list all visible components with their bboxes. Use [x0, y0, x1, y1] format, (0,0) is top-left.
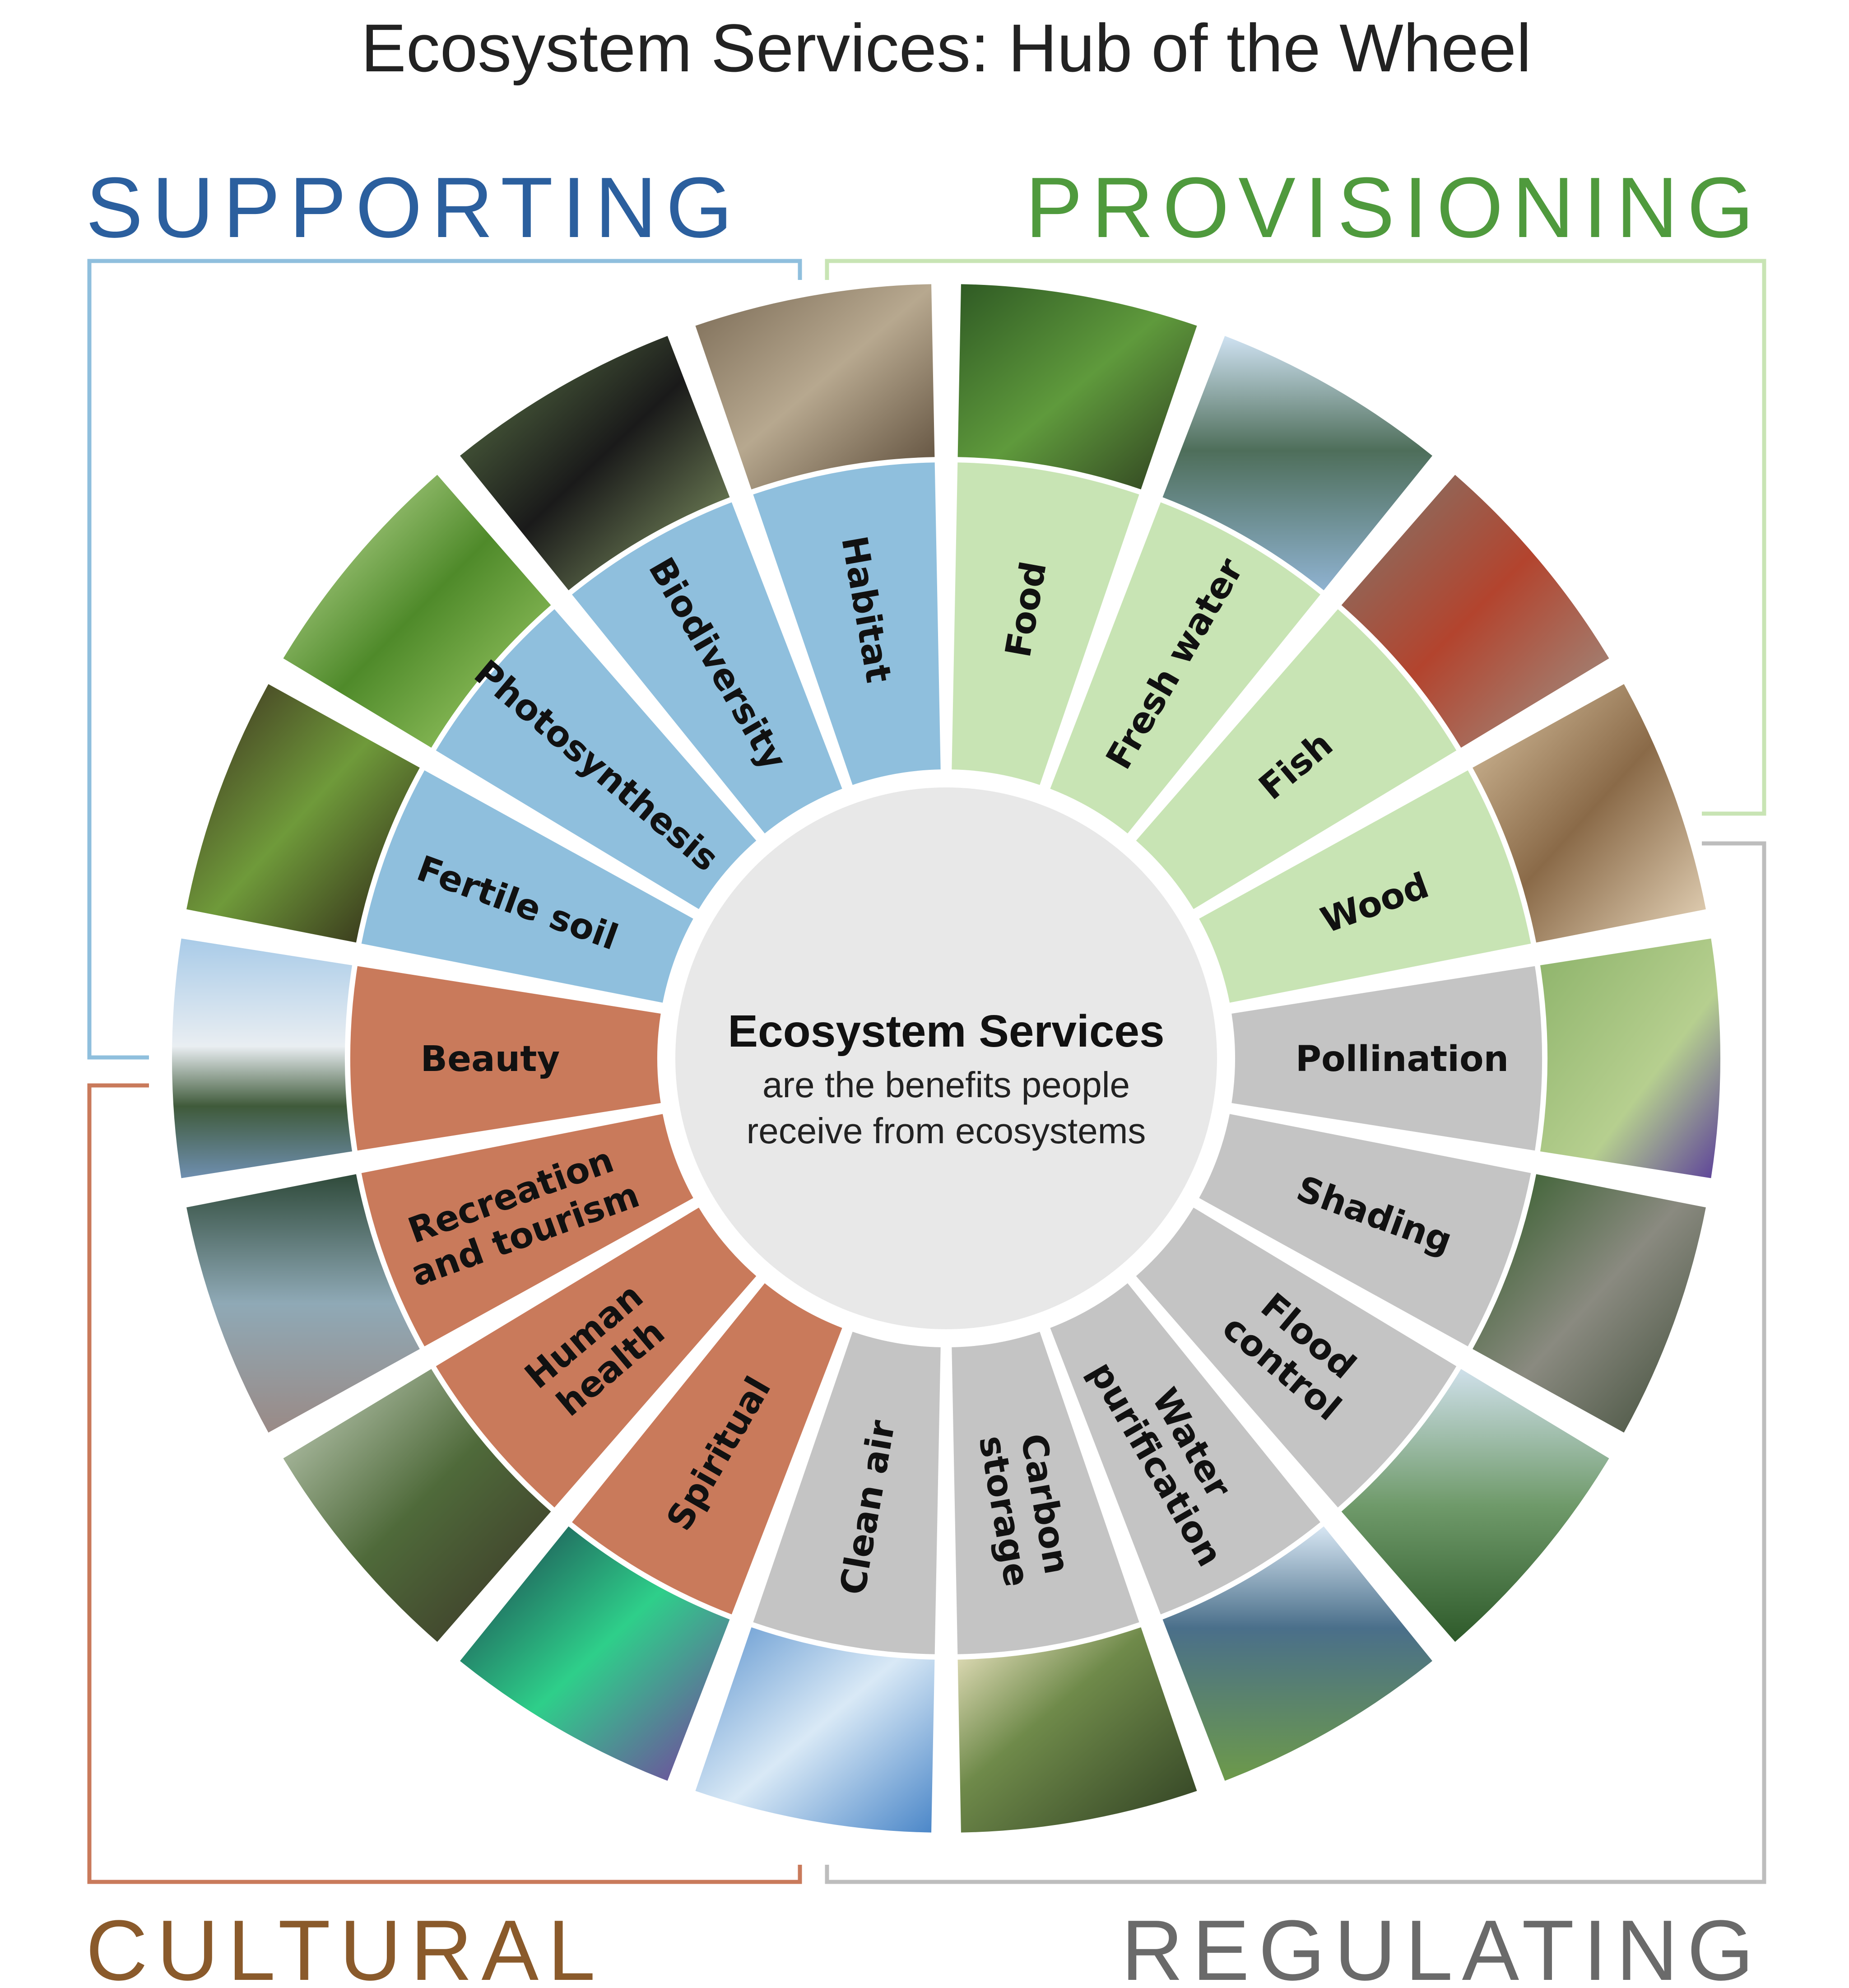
photo-man-reading-shade	[1473, 1174, 1706, 1433]
supporting-bracket	[87, 259, 802, 1060]
segment-water-purification: Waterpurification	[1050, 1283, 1432, 1781]
segment-carbon-storage: Carbonstorage	[952, 1332, 1197, 1833]
segment-band-clean-air	[753, 1332, 941, 1654]
segment-band-habitat	[753, 462, 941, 785]
segment-band-food	[952, 462, 1139, 785]
regulating-bracket	[825, 841, 1766, 1884]
regulating-category-label: REGULATING	[1121, 1903, 1763, 1988]
photo-owl	[695, 284, 935, 489]
photo-forest-sunrays	[957, 1627, 1197, 1833]
photo-woman-forest	[283, 1369, 551, 1642]
segment-food: Food	[952, 284, 1197, 785]
diagram-title: Ecosystem Services: Hub of the Wheel	[361, 10, 1532, 86]
segment-wood: Wood	[1199, 684, 1706, 1003]
photo-aurora	[460, 1526, 730, 1781]
photo-salmon	[1341, 475, 1609, 748]
segment-habitat: Habitat	[695, 284, 941, 785]
supporting-category-label: SUPPORTING	[86, 160, 742, 256]
segment-band-human-health	[436, 1207, 757, 1508]
photo-snowy-mountains	[172, 938, 353, 1178]
photo-hikers	[186, 1174, 420, 1433]
segment-band-carbon-storage	[952, 1332, 1139, 1654]
segment-fertile-soil: Fertile soil	[186, 684, 693, 1003]
segment-band-flood-control	[1136, 1207, 1457, 1508]
photo-bee-flower	[1540, 938, 1720, 1178]
photo-lumber	[1473, 684, 1706, 943]
segment-spiritual: Spiritual	[460, 1283, 842, 1781]
segment-band-recreation-tourism	[361, 1114, 693, 1346]
photo-blue-sky	[695, 1627, 935, 1833]
segment-beauty: Beauty	[172, 938, 661, 1178]
segment-band-biodiversity	[572, 502, 842, 833]
segment-label-line: Beauty	[421, 1039, 560, 1080]
hub-heading: Ecosystem Services	[728, 1006, 1164, 1057]
segment-band-beauty	[350, 966, 661, 1151]
segment-label-line: Pollination	[1296, 1039, 1509, 1080]
hub-description-line-2: receive from ecosystems	[747, 1111, 1146, 1151]
segment-band-pollination	[1231, 966, 1542, 1151]
segment-band-shading	[1199, 1114, 1531, 1346]
photo-river-delta	[1341, 1369, 1609, 1642]
segment-fish: Fish	[1136, 475, 1609, 909]
segment-band-spiritual	[572, 1283, 842, 1615]
photo-berries	[957, 284, 1197, 489]
segment-band-wood	[1199, 770, 1531, 1003]
photo-wetland	[1162, 1526, 1432, 1781]
photo-leaf	[283, 475, 551, 748]
segment-clean-air: Clean air	[695, 1332, 941, 1833]
segment-band-water-purification	[1050, 1283, 1320, 1615]
segment-band-fresh-water	[1050, 502, 1320, 833]
photo-bear	[460, 335, 730, 591]
cultural-bracket	[87, 1083, 802, 1884]
segment-band-photosynthesis	[436, 609, 757, 909]
segment-label-pollination: Pollination	[1296, 1039, 1509, 1080]
hub-description-line-1: are the benefits people	[762, 1065, 1130, 1105]
segment-band-fertile-soil	[361, 770, 693, 1003]
photo-seedling-soil	[186, 684, 420, 943]
segment-biodiversity: Biodiversity	[460, 335, 842, 833]
segment-pollination: Pollination	[1231, 938, 1720, 1178]
segment-label-beauty: Beauty	[421, 1039, 560, 1080]
segment-shading: Shading	[1199, 1114, 1706, 1433]
photo-lake-mountains	[1162, 335, 1432, 591]
provisioning-category-label: PROVISIONING	[1025, 160, 1763, 256]
hub-circle	[675, 787, 1217, 1329]
cultural-category-label: CULTURAL	[86, 1903, 604, 1988]
provisioning-bracket	[825, 259, 1766, 816]
segment-band-fish	[1136, 609, 1457, 909]
